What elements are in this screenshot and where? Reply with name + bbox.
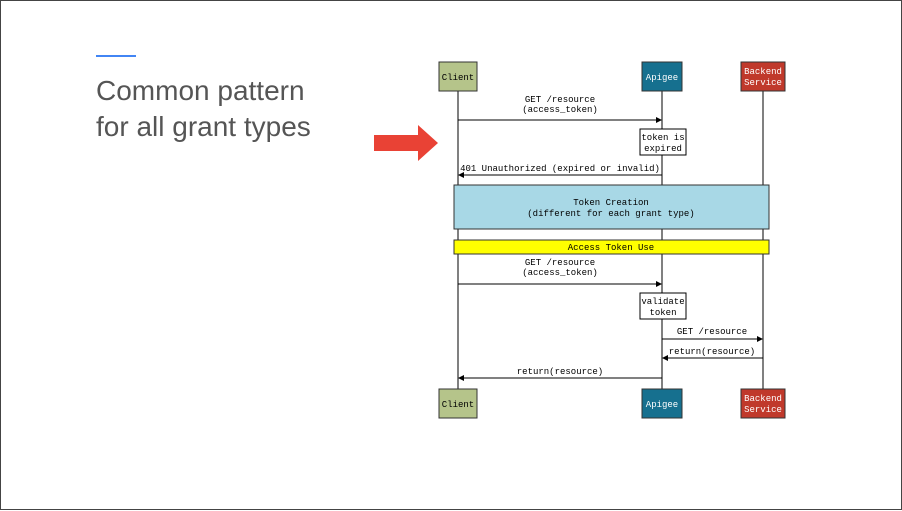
participant-backend-bottom: Backend Service — [740, 388, 786, 419]
participant-apigee-top: Apigee — [641, 61, 683, 92]
message-label: (access_token) — [522, 268, 598, 278]
token-creation-box: Token Creation (different for each grant… — [453, 184, 770, 230]
note-label: token — [649, 308, 676, 318]
participant-label: Backend — [744, 394, 782, 404]
box-label: (different for each grant type) — [527, 209, 694, 219]
participant-client-bottom: Client — [438, 388, 478, 419]
note-label: expired — [644, 144, 682, 154]
note-label: token is — [641, 133, 684, 143]
access-token-use-band: Access Token Use — [453, 239, 770, 255]
participant-label: Backend — [744, 67, 782, 77]
message-label: return(resource) — [669, 347, 755, 357]
title-line-1: Common pattern — [96, 75, 305, 106]
note-validate-token: validate token — [639, 292, 687, 320]
participant-label: Client — [442, 400, 474, 410]
message-label-bg — [521, 257, 597, 279]
note-token-expired: token is expired — [639, 128, 687, 156]
participant-label: Apigee — [646, 73, 678, 83]
message-label: 401 Unauthorized (expired or invalid) — [460, 164, 660, 174]
participant-client-top: Client — [438, 61, 478, 92]
slide-title: Common pattern for all grant types — [96, 73, 396, 145]
participant-backend-top: Backend Service — [740, 61, 786, 92]
right-arrow-icon — [374, 125, 438, 161]
title-accent-line — [96, 55, 136, 57]
message-label: (access_token) — [522, 105, 598, 115]
participant-label: Client — [442, 73, 474, 83]
participant-label: Service — [744, 405, 782, 415]
note-label: validate — [641, 297, 684, 307]
message-label: GET /resource — [677, 327, 747, 337]
participant-apigee-bottom: Apigee — [641, 388, 683, 419]
message-label: GET /resource — [525, 258, 595, 268]
title-line-2: for all grant types — [96, 111, 311, 142]
participant-label: Apigee — [646, 400, 678, 410]
box-label: Token Creation — [573, 198, 649, 208]
message-label: return(resource) — [517, 367, 603, 377]
participant-label: Service — [744, 78, 782, 88]
message-label-bg — [521, 93, 597, 115]
message-label-bg — [667, 346, 757, 357]
band-label: Access Token Use — [568, 243, 654, 253]
message-label: GET /resource — [525, 95, 595, 105]
